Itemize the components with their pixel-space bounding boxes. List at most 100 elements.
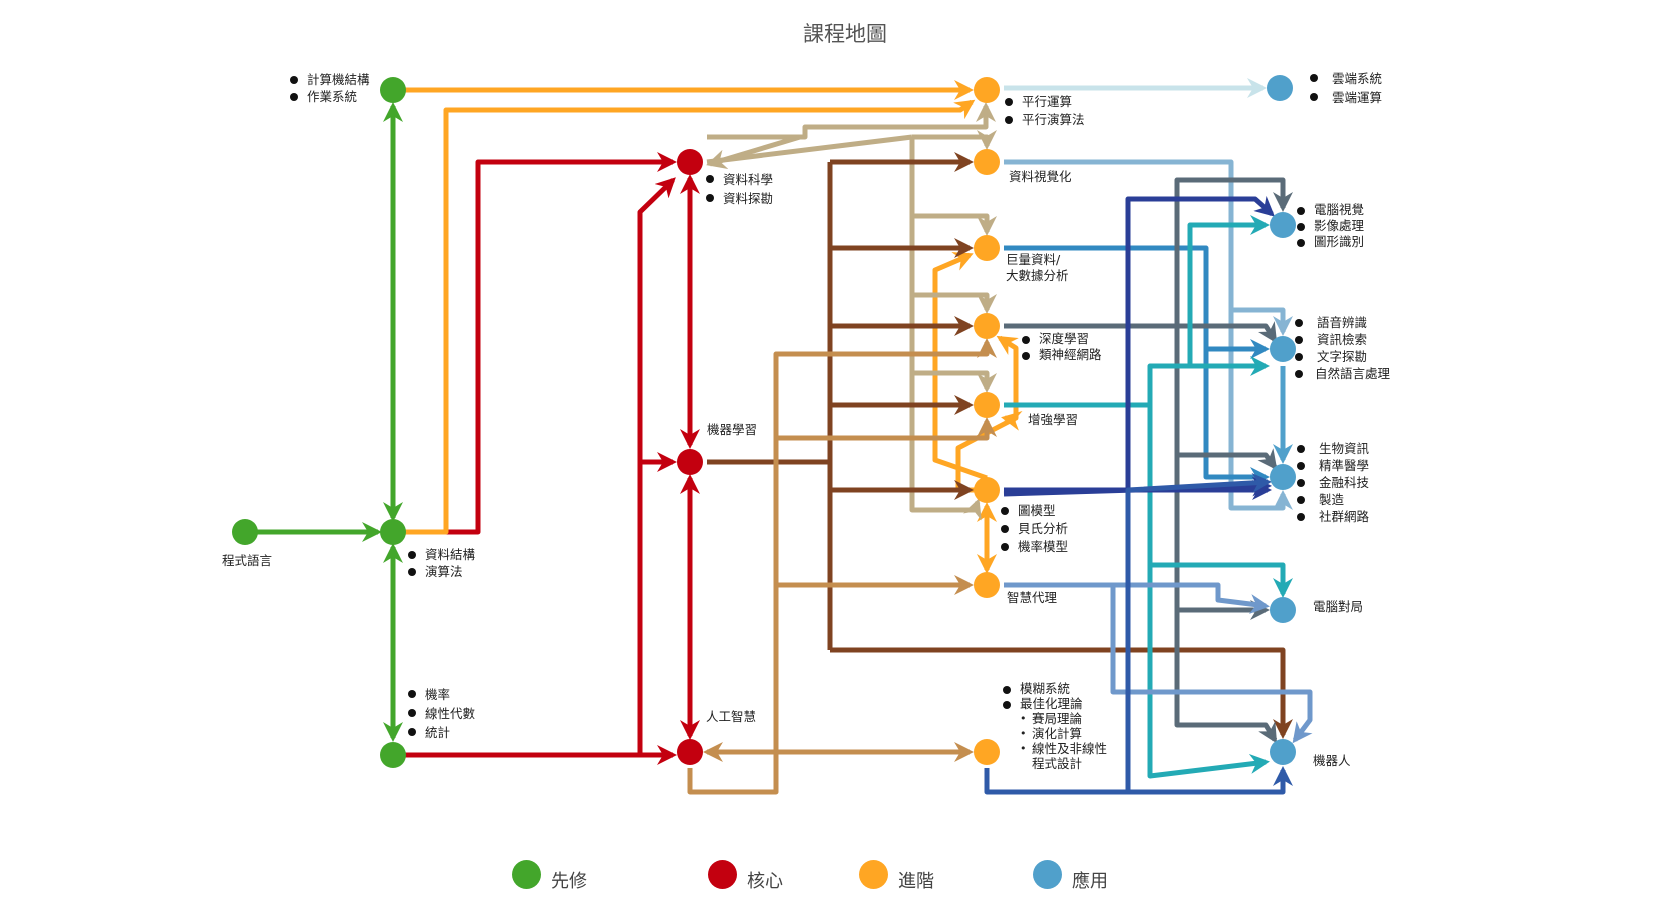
node-label-reinforcement: 增強學習 xyxy=(1028,411,1078,428)
edges-layer xyxy=(252,78,1313,795)
label-subitem: 賽局理論 xyxy=(1000,711,1107,726)
node-nlp[interactable] xyxy=(1270,336,1296,362)
label-subitem: 程式設計 xyxy=(1032,756,1083,771)
edge-royal-to-bio xyxy=(1125,472,1272,792)
node-graphical-models[interactable] xyxy=(974,477,1000,503)
edge-vis-to-nlp xyxy=(1231,307,1293,336)
node-visualization[interactable] xyxy=(974,149,1000,175)
legend-item-prerequisite: 先修 xyxy=(512,855,587,893)
label-item: 語音辨識 xyxy=(1292,314,1390,331)
node-data-science[interactable] xyxy=(677,149,703,175)
label-item: 模糊系統 xyxy=(1000,681,1107,696)
node-label-parallel: 平行運算 平行演算法 xyxy=(1002,93,1085,129)
legend-swatch-core xyxy=(708,859,737,889)
legend-swatch-advanced xyxy=(859,859,888,889)
node-reinforcement[interactable] xyxy=(974,392,1000,418)
node-vision[interactable] xyxy=(1270,212,1296,238)
node-label-fuzzy-opt: 模糊系統 最佳化理論 賽局理論 演化計算 線性及非線性 程式設計 xyxy=(1000,681,1107,771)
label-item: 計算機結構 xyxy=(287,71,370,88)
label-item: 圖形識別 xyxy=(1294,234,1364,250)
node-programming[interactable] xyxy=(232,519,258,545)
legend-label: 先修 xyxy=(551,871,587,892)
node-deep-learning[interactable] xyxy=(974,313,1000,339)
edge-fuzzy-royal xyxy=(984,766,1293,795)
edge-tan-to-big-data xyxy=(912,213,997,236)
label-item: 金融科技 xyxy=(1294,474,1369,491)
node-parallel[interactable] xyxy=(974,77,1000,103)
label-text: 資料視覺化 xyxy=(1009,169,1072,184)
label-subitem: 線性及非線性 xyxy=(1000,741,1107,756)
legend-swatch-prerequisite xyxy=(512,859,541,889)
legend-swatch-application xyxy=(1033,859,1062,889)
label-item: 資料探勘 xyxy=(703,189,773,208)
label-item: 製造 xyxy=(1294,491,1369,508)
edge-big-data-blue xyxy=(1004,245,1270,487)
legend-item-application: 應用 xyxy=(1033,855,1108,893)
node-machine-learning[interactable] xyxy=(677,449,703,475)
edge-data-science-to-parallel xyxy=(707,102,996,140)
label-item: 自然語言處理 xyxy=(1292,365,1390,382)
label-item: 貝氏分析 xyxy=(998,520,1068,538)
legend-label: 核心 xyxy=(747,871,783,892)
edge-reinforcement-teal xyxy=(1004,356,1270,408)
node-computer-games[interactable] xyxy=(1270,597,1296,623)
label-text: 程式語言 xyxy=(222,553,273,568)
label-text: 巨量資料/ xyxy=(1006,252,1061,267)
node-label-vision: 電腦視覺 影像處理 圖形識別 xyxy=(1294,202,1364,250)
label-item: 影像處理 xyxy=(1294,218,1364,234)
label-item: 雲端運算 xyxy=(1307,88,1382,107)
edge-tan-to-data-science xyxy=(706,134,913,165)
node-label-robotics: 機器人 xyxy=(1313,752,1351,769)
label-item: 最佳化理論 xyxy=(1000,696,1107,711)
node-label-math: 機率 線性代數 統計 xyxy=(405,685,475,742)
node-data-structures[interactable] xyxy=(380,519,406,545)
node-robotics[interactable] xyxy=(1270,739,1296,765)
node-label-computer-arch: 計算機結構 作業系統 xyxy=(287,71,370,105)
node-label-nlp: 語音辨識 資訊檢索 文字探勘 自然語言處理 xyxy=(1292,314,1390,382)
label-item: 雲端系統 xyxy=(1307,69,1382,88)
diagram-title: 課程地圖 xyxy=(803,22,887,46)
node-label-intelligent-agents: 智慧代理 xyxy=(1007,589,1057,606)
legend-label: 應用 xyxy=(1072,871,1108,892)
label-text: 智慧代理 xyxy=(1007,590,1058,605)
edge-steel-to-robotics xyxy=(1174,326,1278,744)
node-label-deep-learning: 深度學習 類神經網路 xyxy=(1019,331,1102,363)
node-label-cloud: 雲端系統 雲端運算 xyxy=(1307,69,1382,107)
label-text: 電腦對局 xyxy=(1313,599,1364,614)
node-ai[interactable] xyxy=(677,739,703,765)
node-bio-fintech[interactable] xyxy=(1270,464,1296,490)
node-label-ai: 人工智慧 xyxy=(706,708,756,725)
node-label-visualization: 資料視覺化 xyxy=(1009,168,1072,185)
label-text: 大數據分析 xyxy=(1006,268,1069,283)
edge-graphical-to-big-data xyxy=(932,252,988,481)
label-item: 平行運算 xyxy=(1002,93,1085,111)
edge-tan-to-deep-learning xyxy=(912,292,997,314)
node-label-computer-games: 電腦對局 xyxy=(1313,598,1363,615)
label-item: 社群網路 xyxy=(1294,508,1369,525)
label-item: 電腦視覺 xyxy=(1294,202,1364,218)
edge-tan-to-reinforcement xyxy=(912,370,997,393)
node-label-machine-learning: 機器學習 xyxy=(707,421,757,438)
edge-tan-ds-arrow xyxy=(706,134,801,169)
node-label-bio-fintech: 生物資訊 精準醫學 金融科技 製造 社群網路 xyxy=(1294,440,1369,525)
legend: 先修 核心 進階 應用 xyxy=(0,855,1680,895)
node-label-data-science: 資料科學 資料探勘 xyxy=(703,170,773,208)
label-subitem: 演化計算 xyxy=(1000,726,1107,741)
node-label-programming: 程式語言 xyxy=(222,552,272,569)
node-big-data[interactable] xyxy=(974,235,1000,261)
nodes-layer xyxy=(232,75,1296,768)
edge-navy-to-vision xyxy=(1125,195,1275,490)
edge-tan-to-visualization xyxy=(912,130,997,150)
node-computer-arch[interactable] xyxy=(380,77,406,103)
node-math[interactable] xyxy=(380,742,406,768)
node-cloud[interactable] xyxy=(1267,75,1293,101)
node-label-data-structures: 資料結構 演算法 xyxy=(405,546,475,580)
label-item: 資料科學 xyxy=(703,170,773,189)
label-item: 精準醫學 xyxy=(1294,457,1369,474)
node-intelligent-agents[interactable] xyxy=(974,572,1000,598)
legend-label: 進階 xyxy=(898,871,934,892)
label-item: 圖模型 xyxy=(998,502,1068,520)
node-fuzzy-opt[interactable] xyxy=(974,739,1000,765)
edge-ml-to-robotics xyxy=(830,647,1293,739)
